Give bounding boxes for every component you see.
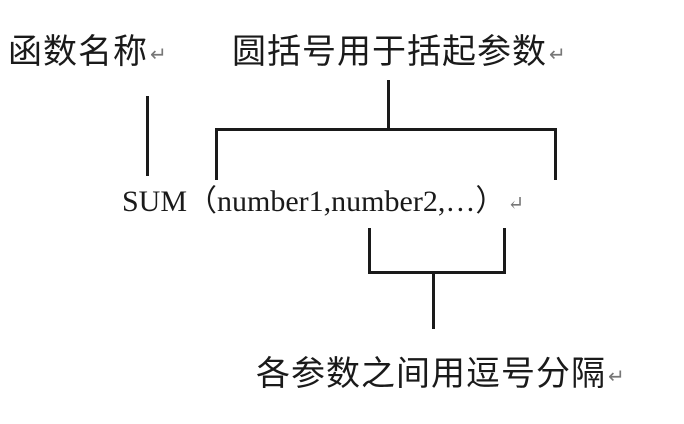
parentheses-bracket-bar	[215, 128, 557, 131]
function-name-connector	[146, 96, 149, 176]
separator-bracket-stem	[432, 271, 435, 329]
parentheses-label: 圆括号用于括起参数↵	[232, 32, 567, 74]
parentheses-bracket-left-leg	[215, 128, 218, 180]
formula-open-paren: （	[187, 185, 218, 218]
separator-bracket-right-leg	[503, 228, 506, 274]
parentheses-text: 圆括号用于括起参数	[232, 32, 547, 72]
paragraph-mark-icon: ↵	[608, 363, 626, 388]
paragraph-mark-icon: ↵	[507, 193, 525, 216]
formula-close-paren: ）	[475, 185, 506, 218]
separator-label: 各参数之间用逗号分隔↵	[256, 354, 626, 396]
function-name-label: 函数名称↵	[8, 32, 168, 74]
parentheses-bracket-stem	[387, 80, 390, 130]
separator-bracket-bar	[368, 271, 506, 274]
sum-formula: SUM（number1,number2,…）↵	[122, 184, 524, 222]
formula-function-name: SUM	[122, 185, 188, 218]
formula-arguments: number1,number2,…	[217, 185, 476, 218]
separator-bracket-left-leg	[368, 228, 371, 274]
separator-text: 各参数之间用逗号分隔	[256, 354, 606, 394]
paragraph-mark-icon: ↵	[549, 41, 567, 66]
function-name-text: 函数名称	[8, 32, 148, 72]
parentheses-bracket-right-leg	[554, 128, 557, 180]
paragraph-mark-icon: ↵	[150, 41, 168, 66]
